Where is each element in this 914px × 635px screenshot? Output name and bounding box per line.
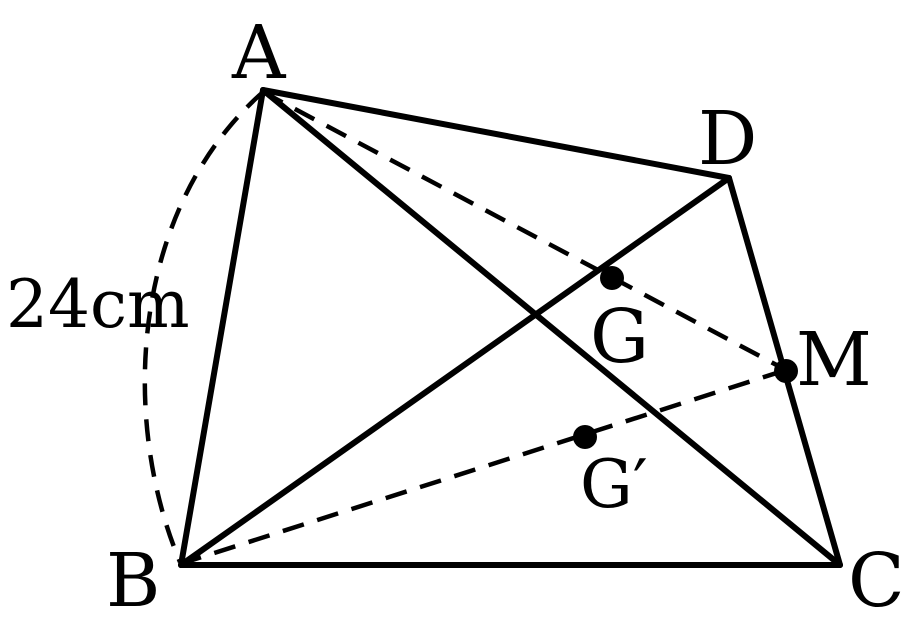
label-length-24cm: 24cm [6,266,190,343]
diagonal-bd [178,175,732,568]
segment-bm [179,367,787,567]
point-g-prime [573,425,597,449]
diagonal-ac [260,87,843,568]
label-d: D [698,96,757,182]
label-c: C [848,538,905,624]
label-g-prime: G′ [580,446,648,523]
label-a: A [231,10,287,96]
edge-ad [260,87,732,181]
point-g [600,266,624,290]
segment-am [261,90,788,372]
edge-ab [178,87,266,568]
point-m [774,359,798,383]
label-m: M [796,317,872,403]
label-g: G [590,294,649,380]
label-b: B [106,538,160,624]
ab-length-arc [142,90,265,563]
